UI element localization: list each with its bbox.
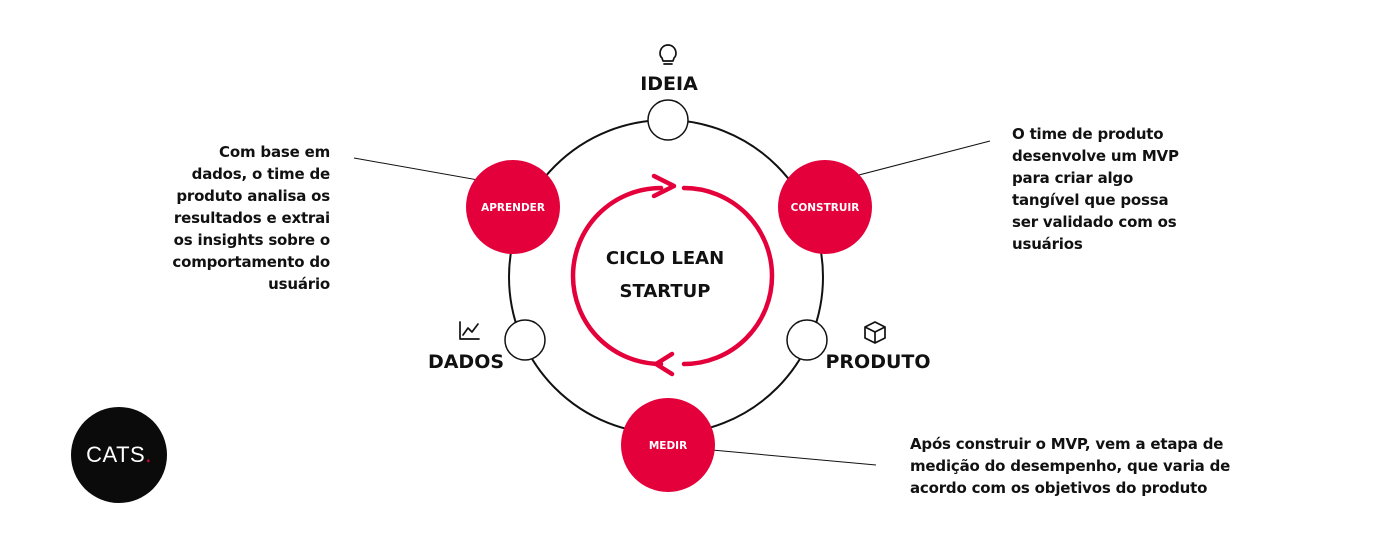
description-medir: Após construir o MVP, vem a etapa de med… [910,433,1250,499]
step-medir [621,398,715,492]
step-construir [778,160,872,254]
description-construir-line: tangível que possa [1012,191,1169,209]
description-aprender-line: dados, o time de [191,165,331,183]
stage-label-ideia: IDEIA [640,73,698,95]
logo-text: CATS. [86,442,152,468]
description-construir-line: usuários [1012,235,1083,253]
logo-wordmark: CATS [86,442,146,467]
description-construir-line: ser validado com os [1012,213,1177,231]
description-construir-line: desenvolve um MVP [1012,147,1179,165]
description-construir-line: O time de produto [1012,125,1164,143]
description-aprender-line: Com base em [219,143,330,161]
description-construir: O time de produto desenvolve um MVP para… [1012,123,1192,255]
center-title-line1: CICLO LEAN [606,248,724,269]
step-construir-label: CONSTRUIR [791,202,860,214]
description-aprender-line: os insights sobre o [173,231,331,249]
description-aprender: Com base em dados, o time de produto ana… [160,141,330,295]
center-title-line2: STARTUP [620,281,711,302]
description-aprender-line: comportamento do [172,253,330,271]
step-aprender-label: APRENDER [481,202,545,214]
cycle-arrow-right [681,185,775,367]
box-icon [864,321,886,344]
stage-marker-dados [504,319,546,361]
description-aprender-line: produto analisa os [176,187,330,205]
cycle-arrowhead-top [651,173,677,199]
cycle-arrowhead-bottom [653,351,675,377]
cycle-arrow-top [570,185,664,367]
leader-line-medir [711,449,877,466]
stage-marker-ideia [647,99,689,141]
stage-label-produto: PRODUTO [825,351,930,373]
description-medir-line: acordo com os objetivos do produto [910,479,1208,497]
chart-line-icon [459,321,480,340]
description-construir-line: para criar algo [1012,169,1134,187]
step-aprender [466,160,560,254]
description-medir-line: Após construir o MVP, vem a etapa de [910,435,1224,453]
stage-marker-produto [786,319,828,361]
stage-label-dados: DADOS [428,351,504,373]
logo-dot: . [145,442,152,467]
description-medir-line: medição do desempenho, que varia de [910,457,1231,475]
cycle-ring [508,119,824,435]
cats-logo: CATS. [71,407,167,503]
description-aprender-line: usuário [268,275,330,293]
description-aprender-line: resultados e extrai [173,209,330,227]
lightbulb-icon [659,44,677,65]
step-medir-label: MEDIR [649,440,687,452]
